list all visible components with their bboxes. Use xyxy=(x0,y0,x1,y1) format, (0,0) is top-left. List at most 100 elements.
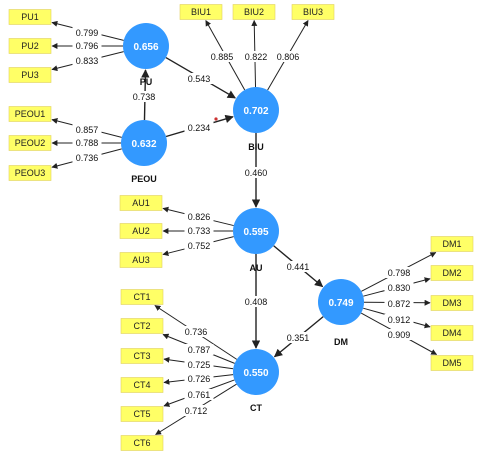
indicator-box xyxy=(430,295,474,311)
loading-value-ct4-text: 0.726 xyxy=(188,374,211,384)
loading-value-peou3: 0.736 xyxy=(72,152,102,163)
indicator-box xyxy=(430,325,474,341)
indicator-box xyxy=(232,4,276,20)
indicator-pu1[interactable]: PU1 xyxy=(8,9,52,25)
indicator-peou1[interactable]: PEOU1 xyxy=(8,106,52,122)
loading-value-dm1: 0.798 xyxy=(384,267,414,278)
loading-value-pu3-text: 0.833 xyxy=(76,56,99,66)
indicator-box xyxy=(291,4,335,20)
loading-value-ct6: 0.712 xyxy=(181,405,211,416)
indicator-label: AU3 xyxy=(132,255,150,265)
indicator-box xyxy=(120,348,164,364)
indicator-label: DM5 xyxy=(442,358,461,368)
indicator-dm1[interactable]: DM1 xyxy=(430,236,474,252)
loading-value-dm3-text: 0.872 xyxy=(388,299,411,309)
r-squared-value: 0.632 xyxy=(131,139,156,150)
indicator-peou2[interactable]: PEOU2 xyxy=(8,135,52,151)
loading-value-ct4-background xyxy=(184,373,214,384)
path-coef-peou-to-pu: 0.738 xyxy=(129,91,159,102)
indicator-biu2[interactable]: BIU2 xyxy=(232,4,276,20)
loading-value-pu1: 0.799 xyxy=(72,27,102,38)
latent-name: CT xyxy=(250,403,262,413)
latent-name: DM xyxy=(334,337,348,347)
path-coef-pu-to-biu: 0.543 xyxy=(184,73,214,84)
indicator-label: PU1 xyxy=(21,12,39,22)
latent-circle xyxy=(123,23,169,69)
loading-value-dm4: 0.912 xyxy=(384,314,414,325)
indicator-dm4[interactable]: DM4 xyxy=(430,325,474,341)
indicator-label: BIU2 xyxy=(244,7,264,17)
indicator-au2[interactable]: AU2 xyxy=(119,223,163,239)
indicator-ct4[interactable]: CT4 xyxy=(120,377,164,393)
indicator-ct6[interactable]: CT6 xyxy=(120,435,164,451)
loading-value-peou1-background xyxy=(72,124,102,135)
loading-value-pu3: 0.833 xyxy=(72,55,102,66)
loading-value-dm4-text: 0.912 xyxy=(388,315,411,325)
indicator-box xyxy=(8,135,52,151)
indicator-label: PU2 xyxy=(21,41,39,51)
indicator-box xyxy=(119,252,163,268)
path-coef-biu-to-au-background xyxy=(241,167,271,178)
loading-value-peou3-background xyxy=(72,152,102,163)
r-squared-value: 0.595 xyxy=(243,227,268,238)
latent-name: PU xyxy=(140,77,153,87)
loading-value-ct1-text: 0.736 xyxy=(185,327,208,337)
latent-circle xyxy=(318,279,364,325)
indicator-dm2[interactable]: DM2 xyxy=(430,265,474,281)
path-coef-au-to-dm-background xyxy=(283,261,313,272)
indicator-peou3[interactable]: PEOU3 xyxy=(8,165,52,181)
indicator-au3[interactable]: AU3 xyxy=(119,252,163,268)
path-coef-au-to-dm: 0.441 xyxy=(283,261,313,272)
indicator-box xyxy=(120,289,164,305)
indicator-ct5[interactable]: CT5 xyxy=(120,406,164,422)
indicator-ct3[interactable]: CT3 xyxy=(120,348,164,364)
indicator-dm5[interactable]: DM5 xyxy=(430,355,474,371)
loading-value-au3-background xyxy=(184,240,214,251)
latent-circle xyxy=(121,120,167,166)
loading-value-dm5-text: 0.909 xyxy=(388,330,411,340)
path-coef-dm-to-ct-background xyxy=(283,332,313,343)
loading-value-dm5: 0.909 xyxy=(384,329,414,340)
r-squared-value: 0.656 xyxy=(133,42,158,53)
indicator-pu3[interactable]: PU3 xyxy=(8,67,52,83)
indicator-pu2[interactable]: PU2 xyxy=(8,38,52,54)
loading-value-ct2-text: 0.787 xyxy=(188,345,211,355)
indicator-ct2[interactable]: CT2 xyxy=(120,318,164,334)
indicator-biu1[interactable]: BIU1 xyxy=(179,4,223,20)
indicator-label: PEOU1 xyxy=(15,109,46,119)
indicator-box xyxy=(8,38,52,54)
loading-value-au3: 0.752 xyxy=(184,240,214,251)
indicator-dm3[interactable]: DM3 xyxy=(430,295,474,311)
latent-circle xyxy=(233,349,279,395)
latent-name: PEOU xyxy=(131,174,157,184)
indicator-label: CT5 xyxy=(133,409,150,419)
r-squared-value: 0.749 xyxy=(328,298,353,309)
loading-value-ct5-text: 0.761 xyxy=(188,390,211,400)
indicator-biu3[interactable]: BIU3 xyxy=(291,4,335,20)
loading-value-ct4: 0.726 xyxy=(184,373,214,384)
loading-value-peou2-background xyxy=(72,137,102,148)
loading-value-biu3: 0.806 xyxy=(273,51,303,62)
indicator-au1[interactable]: AU1 xyxy=(119,195,163,211)
loading-value-au1: 0.826 xyxy=(184,211,214,222)
indicator-label: CT4 xyxy=(133,380,150,390)
loading-value-biu2: 0.822 xyxy=(241,51,271,62)
indicator-ct1[interactable]: CT1 xyxy=(120,289,164,305)
loading-value-peou3-text: 0.736 xyxy=(76,153,99,163)
loading-value-dm2-background xyxy=(384,282,414,293)
loading-value-peou2: 0.788 xyxy=(72,137,102,148)
indicator-label: DM3 xyxy=(442,298,461,308)
loading-value-biu2-background xyxy=(241,51,271,62)
loading-value-ct2: 0.787 xyxy=(184,344,214,355)
loading-value-au2-background xyxy=(184,225,214,236)
loading-value-biu3-background xyxy=(273,51,303,62)
loading-value-pu1-background xyxy=(72,27,102,38)
loading-value-biu1-background xyxy=(207,51,237,62)
